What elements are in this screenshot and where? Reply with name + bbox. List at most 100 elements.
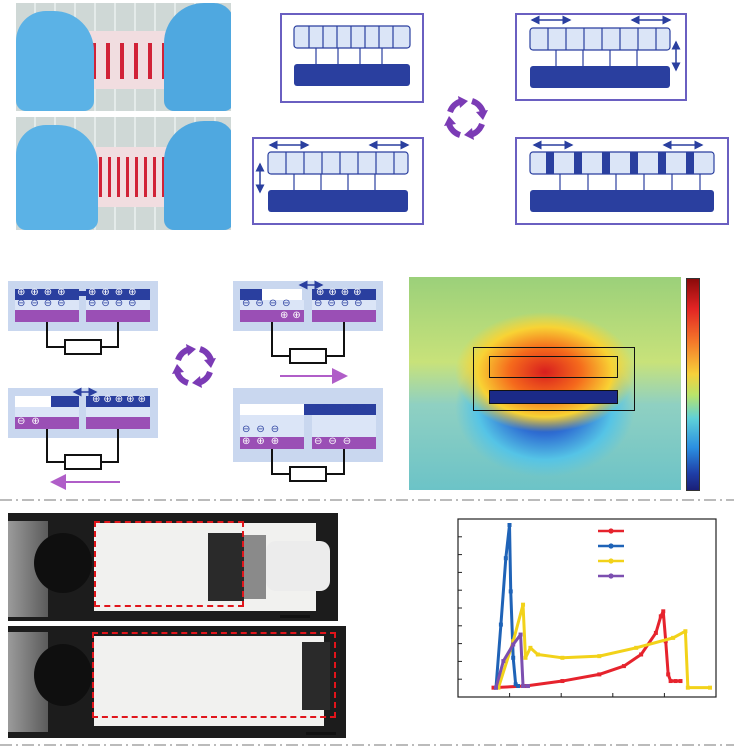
clamp-plate [244, 535, 266, 599]
cycle-icon [172, 344, 216, 388]
positive-charge: ⊕ [114, 287, 129, 298]
data-point [658, 614, 663, 619]
schematic-panel-relaxed [280, 13, 424, 103]
data-point [516, 684, 521, 689]
negative-charge: ⊖ [256, 424, 271, 435]
stretch-photo-bottom [16, 117, 231, 230]
cycle-icon [444, 96, 488, 140]
positive-charge: ⊕ [137, 394, 149, 405]
axis-ticks [458, 536, 665, 697]
negative-layer [489, 390, 618, 404]
positive-charge: ⊕ [328, 287, 341, 298]
positive-charge: ⊕ [280, 310, 293, 321]
negative-charge: ⊖ [282, 298, 296, 309]
positive-charge: ⊕ [30, 287, 44, 298]
colorbar [686, 278, 700, 491]
positive-charge: ⊕ [314, 402, 322, 412]
negative-charge: ⊖ [128, 298, 142, 309]
positive-charge: ⊕ [329, 402, 337, 412]
positive-charge: ⊕ [128, 287, 142, 298]
positive-charge: ⊕ [351, 402, 360, 412]
positive-charge: ⊕ [344, 402, 352, 412]
data-point [666, 672, 671, 677]
positive-charge: ⊕ [340, 287, 354, 298]
negative-charge: ⊖ [270, 424, 286, 435]
potential-simulation-map [409, 277, 681, 490]
negative-charge: ⊖ [354, 298, 368, 309]
negative-charge: ⊖ [242, 298, 256, 309]
negative-charge: ⊖ [43, 298, 58, 309]
data-point [671, 635, 676, 640]
charge-row: ⊖⊕ [17, 416, 46, 427]
data-point [673, 679, 678, 684]
positive-charge: ⊕ [114, 394, 127, 405]
data-point [653, 630, 658, 635]
schematic-panel-stretching [515, 13, 687, 101]
tensile-photo-bottom [8, 626, 346, 738]
device-outline [473, 347, 635, 411]
negative-charge: ⊖ [268, 298, 283, 309]
negative-charge: ⊖ [114, 298, 129, 309]
data-point [501, 659, 506, 664]
data-point [621, 664, 626, 669]
negative-charge: ⊖ [342, 436, 358, 447]
data-point [678, 679, 683, 684]
clamp-right [302, 642, 330, 710]
charge-row: ⊕⊕ [280, 310, 305, 321]
data-point [685, 685, 690, 690]
negative-charge: ⊖ [57, 298, 71, 309]
data-point [521, 684, 526, 689]
negative-charge: ⊖ [17, 298, 31, 309]
data-point [511, 642, 516, 647]
positive-charge: ⊕ [316, 287, 329, 298]
data-point [528, 645, 533, 650]
charge-row: ⊕⊕⊕⊕ [316, 287, 366, 298]
positive-charge: ⊕ [270, 436, 286, 447]
selection-box [92, 632, 336, 718]
positive-charge: ⊕ [256, 436, 271, 447]
positive-charge: ⊕ [101, 287, 115, 298]
charge-row: ⊖⊖⊖⊖ [17, 298, 81, 309]
positive-charge: ⊕ [103, 394, 115, 405]
positive-charge: ⊕ [43, 287, 58, 298]
negative-charge: ⊖ [17, 416, 32, 427]
data-point [708, 685, 712, 690]
chart-legend [598, 528, 624, 579]
data-point [511, 639, 516, 644]
series-layer [491, 523, 712, 690]
charge-row: ⊕⊕⊕⊕⊕ [92, 394, 149, 405]
sensor-unit [266, 541, 330, 591]
knob-icon [34, 644, 92, 706]
data-point [513, 682, 518, 687]
data-point [496, 685, 501, 690]
charge-row: ⊖⊖⊖ [242, 424, 285, 435]
scale-bar [306, 732, 336, 735]
positive-charge: ⊕ [57, 287, 71, 298]
schematic-panel-contact [515, 137, 729, 225]
positive-charge: ⊕ [92, 394, 104, 405]
charge-row: ⊖⊖⊖⊖ [88, 298, 152, 309]
data-point [597, 654, 602, 659]
negative-charge: ⊖ [255, 298, 269, 309]
positive-charge: ⊕ [31, 416, 46, 427]
glove-right [164, 121, 231, 230]
negative-charge: ⊖ [340, 298, 355, 309]
negative-charge: ⊖ [314, 436, 329, 447]
positive-charge: ⊕ [353, 287, 366, 298]
positive-charge: ⊕ [292, 310, 305, 321]
glove-right [164, 3, 231, 111]
positive-charge: ⊕ [359, 402, 367, 412]
negative-charge: ⊖ [88, 298, 102, 309]
negative-charge: ⊖ [327, 298, 341, 309]
printed-channels [90, 157, 170, 197]
data-point [683, 629, 688, 634]
positive-layer [489, 356, 618, 378]
stress-strain-chart [457, 518, 717, 698]
positive-charge: ⊕ [242, 436, 257, 447]
charge-row: ⊕⊕⊕⊕ [88, 287, 152, 298]
data-point [491, 685, 496, 690]
data-point [560, 655, 565, 660]
positive-charge: ⊕ [336, 402, 345, 412]
data-point [535, 652, 540, 657]
charge-row: ⊖⊖⊖⊖ [242, 298, 296, 309]
